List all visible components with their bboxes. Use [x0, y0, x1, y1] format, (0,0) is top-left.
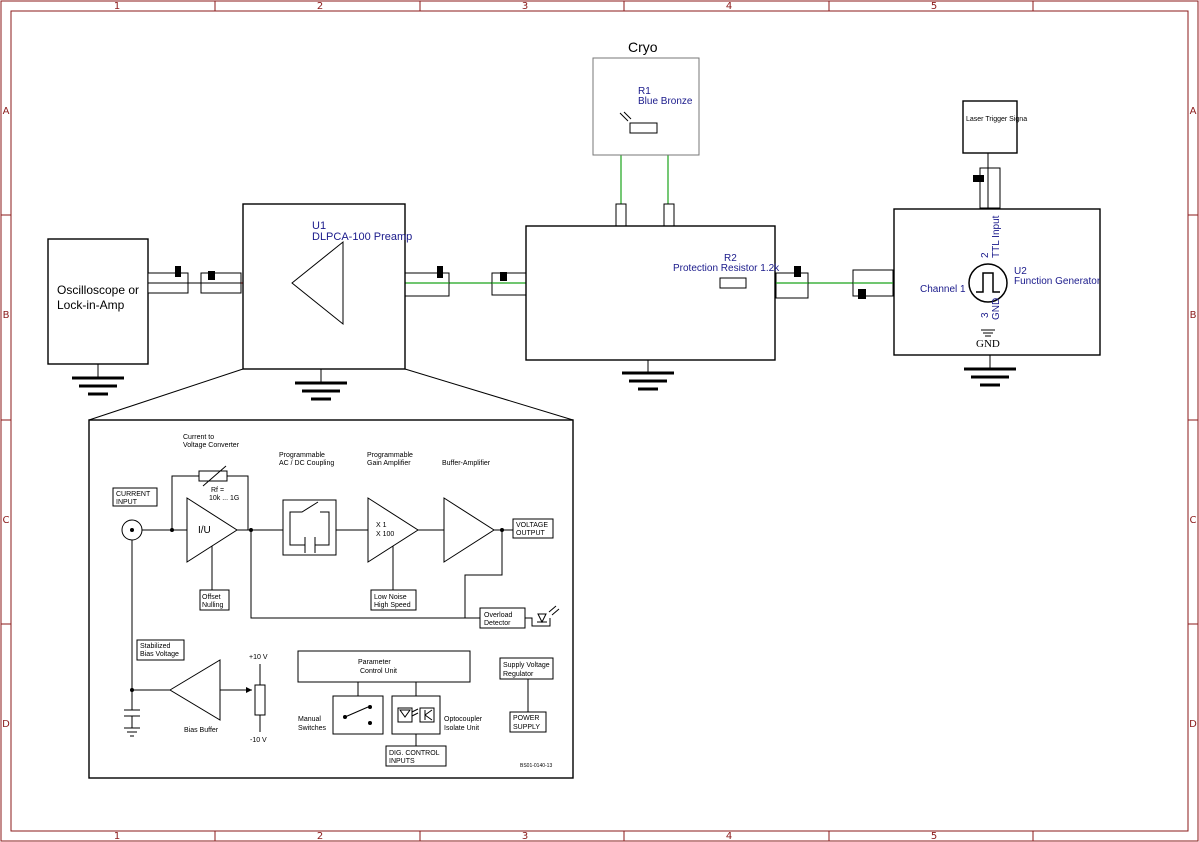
zone-row-c-left: C [3, 515, 10, 526]
instrument-label-line2: Lock-in-Amp [57, 298, 125, 312]
zone-row-b-right: B [1190, 310, 1197, 321]
zone-col-4-bottom: 4 [726, 831, 732, 842]
zone-col-1-top: 1 [114, 1, 120, 12]
bd-current-input-1: CURRENT [116, 491, 151, 498]
sample-value: Blue Bronze [638, 96, 693, 107]
bd-offset-2: Nulling [202, 602, 224, 609]
zone-col-5-bottom: 5 [931, 831, 937, 842]
generator-pin3-number: 3 [980, 312, 991, 318]
bd-coupling-title-1: Programmable [279, 452, 325, 459]
bd-manual-1: Manual [298, 716, 321, 723]
bd-dig-inputs-1: DIG. CONTROL [389, 750, 440, 757]
preamp-value: DLPCA-100 Preamp [312, 231, 412, 243]
generator-pin2-number: 2 [980, 252, 991, 258]
bd-opto-1: Optocoupler [444, 716, 483, 723]
generator-pin3-name: GND [991, 298, 1002, 320]
bd-power-supply-1: POWER [513, 715, 539, 722]
bd-iu-label: I/U [198, 525, 211, 536]
bd-gain-x100: X 100 [376, 531, 394, 538]
bd-param-unit-2: Control Unit [360, 668, 397, 675]
laser-trigger: Laser Trigger Signa [962, 100, 1027, 154]
bd-bias-voltage-1: Stabilized [140, 643, 170, 650]
preamp-ref: U1 [312, 220, 326, 232]
bd-supply-reg-1: Supply Voltage [503, 662, 550, 669]
bd-coupling-title-2: AC / DC Coupling [279, 460, 334, 467]
bd-power-supply-2: SUPPLY [513, 724, 540, 731]
laser-trigger-label: Laser Trigger Signa [966, 116, 1027, 123]
zone-row-c-right: C [1190, 515, 1197, 526]
ground-symbols [72, 355, 1016, 401]
generator-pin-channel: Channel 1 [920, 284, 966, 295]
bd-current-input-2: INPUT [116, 499, 138, 506]
zone-col-2-bottom: 2 [317, 831, 323, 842]
function-generator-u2: U2 Function Generator Channel 1 2 TTL In… [893, 208, 1101, 356]
bd-dig-inputs-2: INPUTS [389, 758, 415, 765]
connector-cryo-in [491, 272, 527, 296]
zone-col-4-top: 4 [726, 1, 732, 12]
connector-cryo-out [775, 266, 809, 299]
block-diagram: CURRENT INPUT Current to Voltage Convert… [88, 419, 574, 779]
instrument-label-line1: Oscilloscope or [57, 283, 139, 297]
bd-gain-x1: X 1 [376, 522, 387, 529]
cryo-title: Cryo [628, 39, 658, 55]
sample-r1: R1 Blue Bronze [619, 86, 693, 134]
zone-col-1-bottom: 1 [114, 831, 120, 842]
protection-box: R2 Protection Resistor 1.2k [525, 225, 780, 361]
protection-value: Protection Resistor 1.2k [673, 263, 780, 274]
bd-gain-title-1: Programmable [367, 452, 413, 459]
zone-row-a-left: A [3, 106, 10, 117]
bd-noise-2: High Speed [374, 602, 411, 609]
connector-instrument [147, 266, 189, 294]
bd-doc-code: BS01-0140-13 [520, 763, 552, 769]
bd-bias-voltage-2: Bias Voltage [140, 651, 179, 658]
zone-col-2-top: 2 [317, 1, 323, 12]
bd-minus-10v: -10 V [250, 737, 267, 744]
preamp-u1: U1 DLPCA-100 Preamp [242, 203, 412, 370]
generator-ref: U2 [1014, 266, 1027, 277]
bd-overload-2: Detector [484, 620, 511, 627]
bd-opto-2: Isolate Unit [444, 725, 479, 732]
bd-noise-1: Low Noise [374, 594, 407, 601]
zone-col-5-top: 5 [931, 1, 937, 12]
bd-param-unit-1: Parameter [358, 659, 391, 666]
bd-overload-1: Overload [484, 612, 513, 619]
generator-value: Function Generator [1014, 276, 1101, 287]
bd-converter-title-1: Current to [183, 434, 214, 441]
bd-offset-1: Offset [202, 594, 221, 601]
bd-gain-title-2: Gain Amplifier [367, 460, 411, 467]
bd-bias-buffer: Bias Buffer [184, 727, 219, 734]
zone-row-a-right: A [1190, 106, 1197, 117]
bd-supply-reg-2: Regulator [503, 671, 534, 678]
connector-preamp-out [404, 266, 450, 297]
bd-voltage-output-2: OUTPUT [516, 530, 546, 537]
cryo-enclosure: Cryo [592, 39, 700, 156]
generator-pin2-name: TTL Input [991, 215, 1002, 258]
bd-rf-label-2: 10k ... 1G [209, 495, 239, 502]
zone-row-b-left: B [3, 310, 10, 321]
protection-ref: R2 [724, 253, 737, 264]
zone-row-d-right: D [1189, 719, 1197, 730]
zone-row-d-left: D [2, 719, 10, 730]
oscilloscope-lockin: Oscilloscope or Lock-in-Amp [47, 238, 149, 365]
connector-preamp-in [200, 271, 242, 294]
bd-plus-10v: +10 V [249, 654, 268, 661]
generator-gnd-label: GND [976, 338, 1000, 350]
bd-voltage-output-1: VOLTAGE [516, 522, 548, 529]
bd-converter-title-2: Voltage Converter [183, 442, 240, 449]
bd-buffer-title: Buffer-Amplifier [442, 460, 491, 467]
zone-col-3-bottom: 3 [522, 831, 528, 842]
sample-ref: R1 [638, 86, 651, 97]
connector-generator-in [852, 269, 894, 299]
bd-manual-2: Switches [298, 725, 327, 732]
zone-col-3-top: 3 [522, 1, 528, 12]
connector-ttl [973, 167, 1001, 209]
bd-rf-label-1: Rf = [211, 487, 224, 494]
